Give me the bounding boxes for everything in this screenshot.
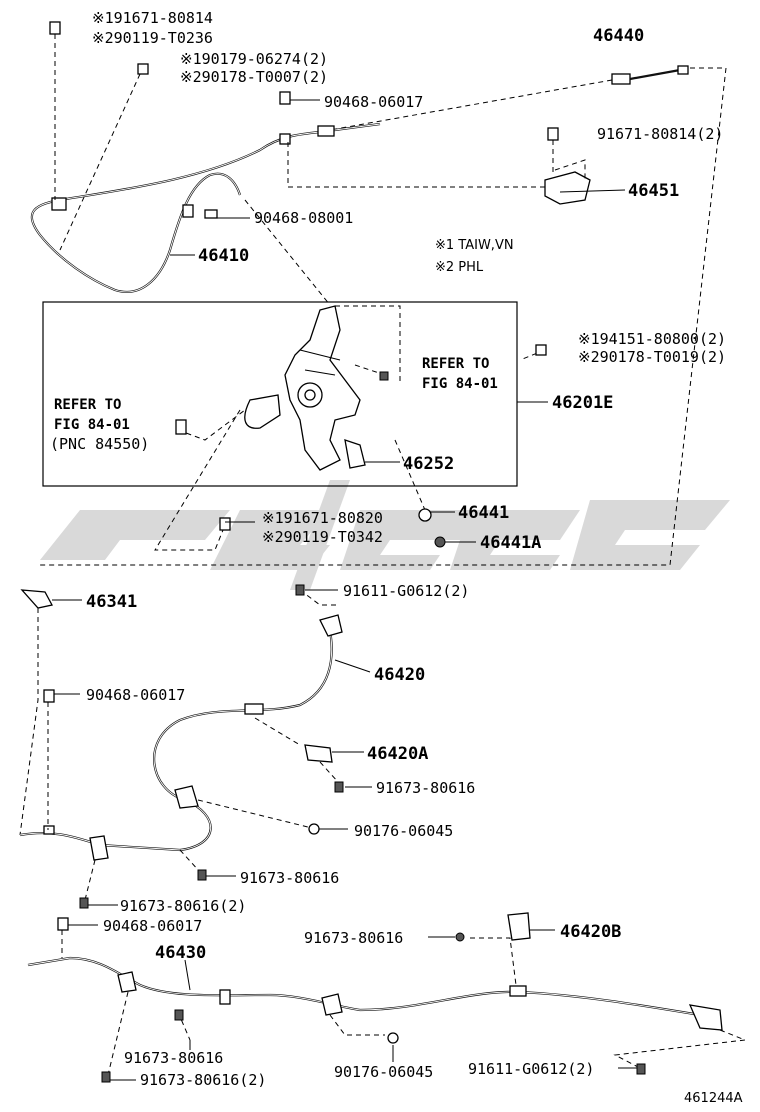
pad-46252	[344, 439, 366, 469]
clip-46441A	[434, 536, 446, 548]
bracket-46341	[20, 589, 53, 609]
note-1: ※1 TAIW,VN	[435, 238, 514, 253]
label-l28: 90468-06017	[103, 917, 202, 935]
note-2: ※2 PHL	[435, 260, 484, 275]
bolt-91673-80616-d	[455, 932, 465, 942]
figure-id: 461244A	[684, 1091, 743, 1106]
label-l3: ※190179-06274(2)	[180, 50, 328, 68]
label-l26: 91673-80616	[240, 869, 339, 887]
cable-46420	[19, 614, 343, 861]
label-l21: 46420	[374, 665, 425, 685]
label-l25: 90176-06045	[354, 822, 453, 840]
label-l27: 91673-80616(2)	[120, 897, 246, 915]
label-l14: 46252	[403, 454, 454, 474]
label-l29: 91673-80616	[304, 929, 403, 947]
label-l31: 46430	[155, 943, 206, 963]
refer-fig-2[interactable]: FIG 84-01	[54, 417, 130, 433]
label-l6: 46440	[593, 26, 644, 46]
refer-to-1[interactable]: REFER TO	[422, 356, 489, 372]
nut-94151-80800	[535, 344, 547, 356]
label-l24: 91673-80616	[376, 779, 475, 797]
cable-46440	[611, 65, 689, 85]
label-l11: ※194151-80800(2)	[578, 330, 726, 348]
bolt-91673-80616-a	[334, 781, 344, 793]
refer-pnc: (PNC 84550)	[50, 435, 149, 453]
label-l34: 90176-06045	[334, 1063, 433, 1081]
label-l5: 90468-06017	[324, 93, 423, 111]
nut-90179-06274	[59, 63, 149, 251]
parking-brake-pedal-46201E	[244, 305, 366, 471]
label-l22: 90468-06017	[86, 686, 185, 704]
dash-ref-1	[335, 305, 401, 385]
label-l7: 91671-80814(2)	[597, 125, 723, 143]
bracket-46420B	[507, 912, 531, 941]
label-l23: 46420A	[367, 744, 428, 764]
label-l19: 46341	[86, 592, 137, 612]
label-l33: 91673-80616(2)	[140, 1071, 266, 1089]
dash-46440	[329, 79, 613, 131]
clip-90468-06017-mid	[43, 689, 55, 703]
bracket-46451	[287, 127, 591, 205]
assembly-frame	[42, 301, 518, 487]
clip-90468-06017-top	[279, 91, 291, 105]
bolt-91611-G0612	[295, 584, 305, 596]
label-l30: 46420B	[560, 922, 621, 942]
label-l20: 91611-G0612(2)	[343, 582, 469, 600]
clip-90176-06045-b	[387, 1032, 399, 1044]
clip-46441	[418, 508, 432, 522]
label-l32: 91673-80616	[124, 1049, 223, 1067]
bolt-ref-2	[175, 419, 187, 435]
cable-46430	[27, 956, 723, 1031]
label-l1: ※191671-80814	[92, 9, 213, 27]
dash-46410-to-lever	[244, 199, 331, 306]
watermark-logo	[40, 480, 730, 590]
label-l15: 46441	[458, 503, 509, 523]
label-l9: 90468-08001	[254, 209, 353, 227]
refer-to-2[interactable]: REFER TO	[54, 397, 121, 413]
bracket-46420A	[304, 744, 333, 763]
clip-90176-06045-a	[308, 823, 320, 835]
label-l16: 46441A	[480, 533, 541, 553]
label-l35: 91611-G0612(2)	[468, 1060, 594, 1078]
cable-46410	[30, 122, 381, 293]
bolt-91671-80820	[219, 517, 231, 531]
bolt-91611-G0612-b	[636, 1063, 646, 1075]
label-l17: ※191671-80820	[262, 509, 383, 527]
bolt-ref-1	[379, 371, 389, 381]
label-l13: 46201E	[552, 393, 613, 413]
bolt-91671-80814	[49, 21, 61, 200]
bolt-91673-80616-c	[79, 897, 89, 909]
dashed-loop-right	[40, 67, 727, 566]
bolt-91673-80616-f	[174, 1009, 184, 1021]
label-l18: ※290119-T0342	[262, 528, 383, 546]
label-l8: 46451	[628, 181, 679, 201]
label-l4: ※290178-T0007(2)	[180, 68, 328, 86]
bolt-91673-80616-b	[197, 869, 207, 881]
refer-fig-1[interactable]: FIG 84-01	[422, 376, 498, 392]
leader-lines	[52, 189, 637, 1081]
bolt-91673-80616-e	[101, 1071, 111, 1083]
label-l2: ※290119-T0236	[92, 29, 213, 47]
label-l12: ※290178-T0019(2)	[578, 348, 726, 366]
label-l10: 46410	[198, 246, 249, 266]
clip-90468-06017-low	[57, 917, 69, 931]
